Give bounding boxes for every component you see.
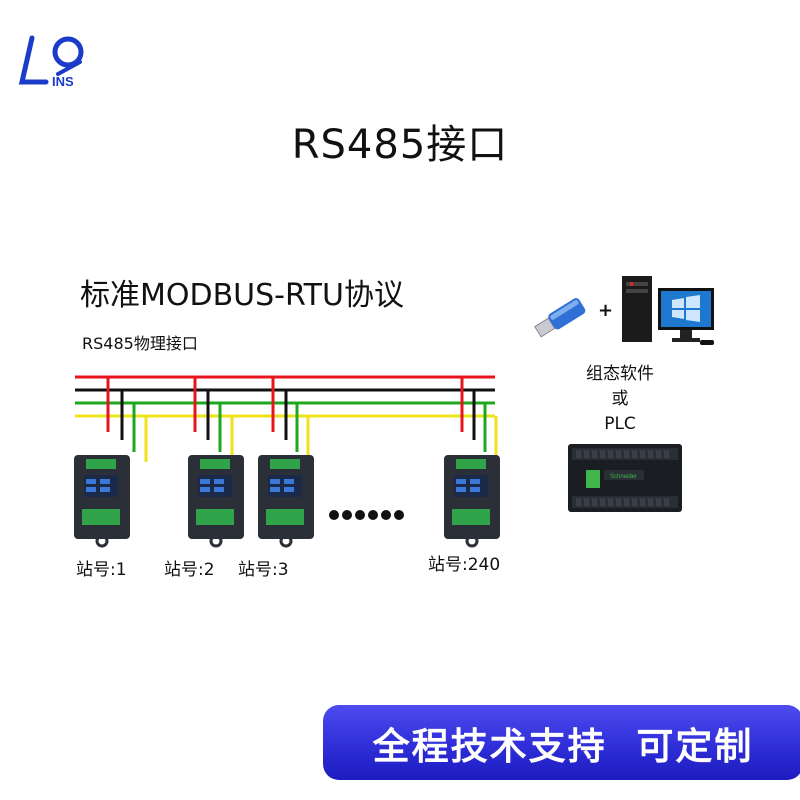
- protocol-label: 标准MODBUS-RTU协议: [80, 278, 404, 313]
- drop-station-1: [106, 377, 148, 462]
- drop-station-240: [460, 377, 498, 462]
- io-module-3: [258, 455, 314, 548]
- station-label-2: 站号:2: [164, 560, 215, 580]
- support-banner-text: 全程技术支持 可定制: [372, 724, 754, 768]
- support-banner: 全程技术支持 可定制: [323, 705, 800, 780]
- master-description: 组态软件 或 PLC: [560, 362, 680, 437]
- master-line-or: 或: [611, 389, 629, 409]
- drop-station-2: [193, 377, 234, 462]
- ellipsis-dots-icon: [329, 510, 404, 520]
- master-line-software: 组态软件: [586, 364, 654, 384]
- usb-adapter-icon: [534, 298, 586, 338]
- plc-device-icon: Schneider: [568, 444, 682, 512]
- io-module-2: [188, 455, 244, 548]
- station-label-240: 站号:240: [428, 555, 501, 575]
- station-label-3: 站号:3: [238, 560, 289, 580]
- svg-text:Schneider: Schneider: [610, 474, 637, 480]
- drop-station-3: [271, 377, 310, 462]
- physical-interface-label: RS485物理接口: [82, 334, 198, 353]
- plus-sign: +: [598, 300, 614, 321]
- logo-text: INS: [52, 74, 74, 89]
- rs485-bus-diagram: [74, 375, 500, 548]
- page-title: RS485接口: [291, 122, 509, 168]
- company-logo: INS: [18, 35, 84, 89]
- desktop-computer-icon: [622, 276, 714, 345]
- master-line-plc: PLC: [604, 414, 636, 434]
- io-module-1: [74, 455, 130, 548]
- io-module-240: [444, 455, 500, 548]
- station-label-1: 站号:1: [76, 560, 127, 580]
